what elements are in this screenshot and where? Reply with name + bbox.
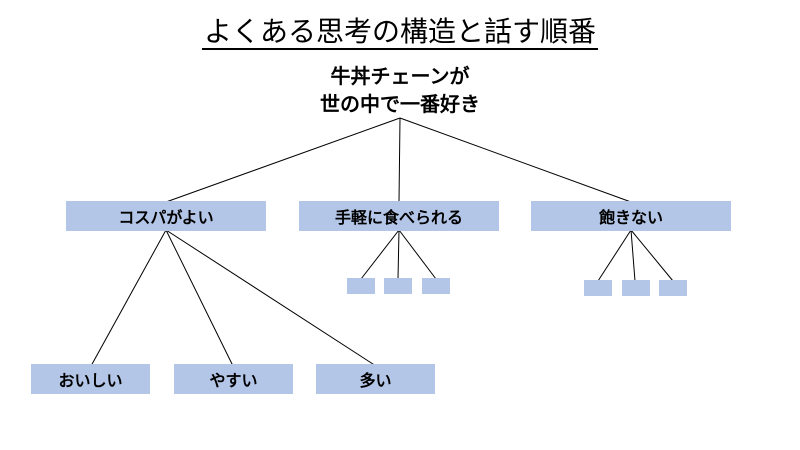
child-node-delicious: おいしい <box>31 364 150 394</box>
root-line-2: 世の中で一番好き <box>320 92 480 116</box>
connector-branch3-leaf3 <box>630 229 674 282</box>
slide-title-text: よくある思考の構造と話す順番 <box>201 15 598 50</box>
placeholder-leaf <box>584 280 612 296</box>
slide-title: よくある思考の構造と話す順番 <box>0 14 800 50</box>
connector-branch1-child3 <box>165 229 377 367</box>
connector-branch3-leaf1 <box>597 229 632 282</box>
child-node-cheap: やすい <box>174 364 293 394</box>
connector-root-branch3 <box>399 117 632 203</box>
placeholder-leaf <box>659 280 687 296</box>
child-label: 多い <box>359 371 392 390</box>
connector-branch2-leaf2 <box>397 229 400 280</box>
connector-root-branch2 <box>398 117 401 203</box>
placeholder-leaf <box>622 280 650 296</box>
branch-label: 飽きない <box>598 208 663 227</box>
child-label: やすい <box>209 371 258 390</box>
connector-branch1-child2 <box>165 229 234 367</box>
connector-branch3-leaf2 <box>630 229 636 282</box>
branch-label: コスパがよい <box>118 208 214 227</box>
child-label: おいしい <box>58 371 123 390</box>
branch-label: 手軽に食べられる <box>334 208 463 227</box>
branch-node-never-tired: 飽きない <box>531 201 731 231</box>
root-line-1: 牛丼チェーンが <box>330 64 470 88</box>
connector-branch2-leaf3 <box>398 229 437 280</box>
child-node-plentiful: 多い <box>316 364 435 394</box>
connector-branch1-child1 <box>90 229 167 367</box>
branch-node-easy-to-eat: 手軽に食べられる <box>299 201 499 231</box>
connector-root-branch1 <box>165 117 401 203</box>
placeholder-leaf <box>422 278 450 294</box>
root-node: 牛丼チェーンが 世の中で一番好き <box>250 62 550 118</box>
connector-branch2-leaf1 <box>360 229 400 280</box>
branch-node-cost-performance: コスパがよい <box>66 201 266 231</box>
placeholder-leaf <box>384 278 412 294</box>
placeholder-leaf <box>347 278 375 294</box>
